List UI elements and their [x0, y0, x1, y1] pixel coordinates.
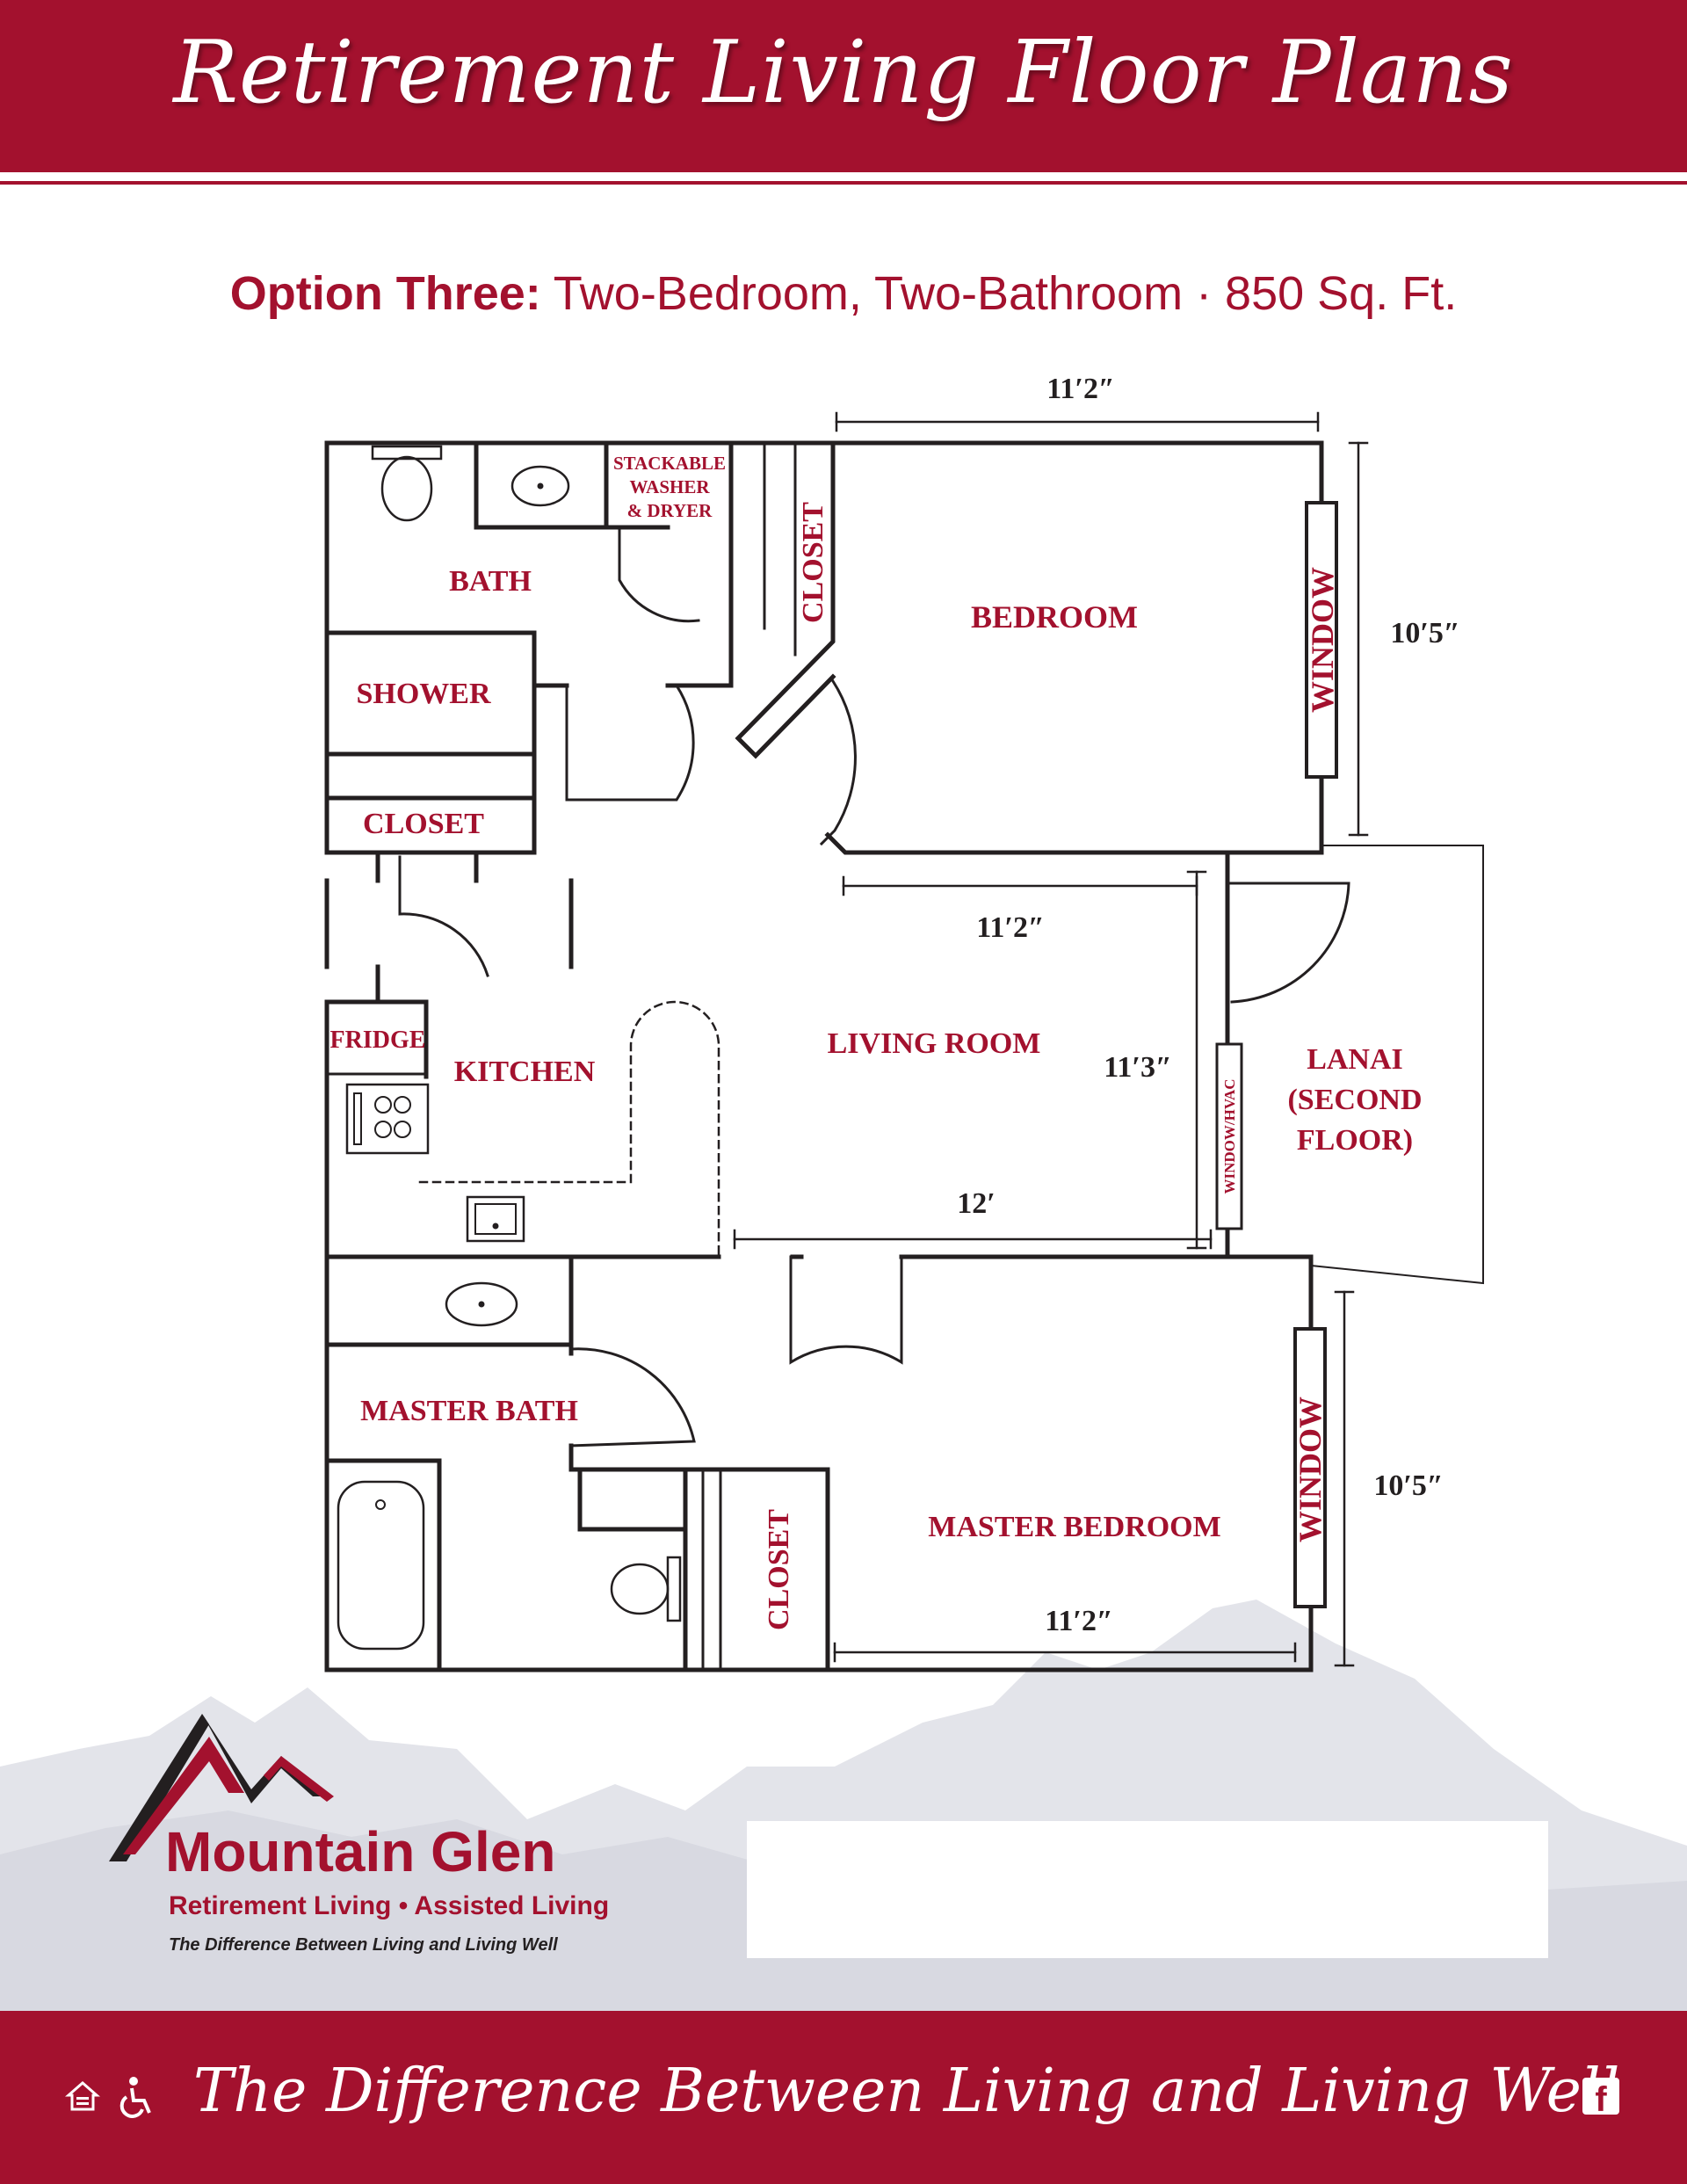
brand-services: Retirement Living • Assisted Living — [169, 1891, 610, 1920]
dimension-living-height: 11′3″ — [1104, 1051, 1171, 1084]
dimension-living-width-bottom: 12′ — [957, 1187, 996, 1220]
lanai-label-3: FLOOR) — [1297, 1124, 1413, 1157]
washer-label-2: WASHER — [629, 476, 710, 497]
washer-label-1: STACKABLE — [613, 453, 726, 474]
plan-subtitle: Option Three: Two-Bedroom, Two-Bathroom … — [0, 266, 1687, 321]
header-rule — [0, 181, 1687, 185]
brand-tagline: The Difference Between Living and Living… — [169, 1935, 558, 1955]
brand-name: Mountain Glen — [165, 1820, 556, 1883]
equal-housing-opportunity-icon — [65, 2081, 100, 2111]
window-hvac-label: WINDOW/HVAC — [1221, 1079, 1238, 1194]
living-room-label: LIVING ROOM — [828, 1027, 1041, 1060]
dimension-master-width: 11′2″ — [1045, 1605, 1112, 1637]
dimension-living-width-top: 11′2″ — [976, 911, 1044, 944]
page-title: Retirement Living Floor Plans — [173, 23, 1514, 123]
washer-label-3: & DRYER — [627, 500, 713, 521]
dimension-master-height: 10′5″ — [1373, 1469, 1443, 1502]
option-label: Option Three: — [229, 267, 541, 320]
window-top-label: WINDOW — [1305, 567, 1340, 713]
kitchen-label: KITCHEN — [454, 1056, 596, 1088]
option-description: Two-Bedroom, Two-Bathroom · 850 Sq. Ft. — [553, 267, 1458, 320]
header-banner — [0, 0, 1687, 185]
footer-tagline: The Difference Between Living and Living… — [193, 2057, 1620, 2126]
window-bottom-label: WINDOW — [1292, 1397, 1328, 1542]
wheelchair-accessibility-icon — [119, 2077, 151, 2118]
dimension-bedroom-height: 10′5″ — [1390, 617, 1459, 649]
master-bath-label: MASTER BATH — [360, 1395, 578, 1427]
bath-label: BATH — [449, 565, 532, 598]
closet-top-label: CLOSET — [797, 502, 829, 623]
closet-master-label: CLOSET — [763, 1509, 795, 1630]
master-bedroom-label: MASTER BEDROOM — [928, 1511, 1220, 1543]
bedroom-label: BEDROOM — [971, 599, 1138, 635]
mountain-glen-logo — [109, 1714, 334, 1861]
lanai-label-2: (SECOND — [1287, 1084, 1422, 1116]
facebook-icon[interactable]: f — [1582, 2078, 1619, 2115]
fridge-label: FRIDGE — [330, 1027, 426, 1054]
lanai-label-1: LANAI — [1307, 1043, 1403, 1076]
blank-info-box — [747, 1821, 1548, 1958]
closet-left-label: CLOSET — [363, 808, 484, 840]
dimension-bedroom-width: 11′2″ — [1046, 373, 1114, 405]
footer-banner — [0, 2011, 1687, 2184]
shower-label: SHOWER — [356, 678, 490, 710]
